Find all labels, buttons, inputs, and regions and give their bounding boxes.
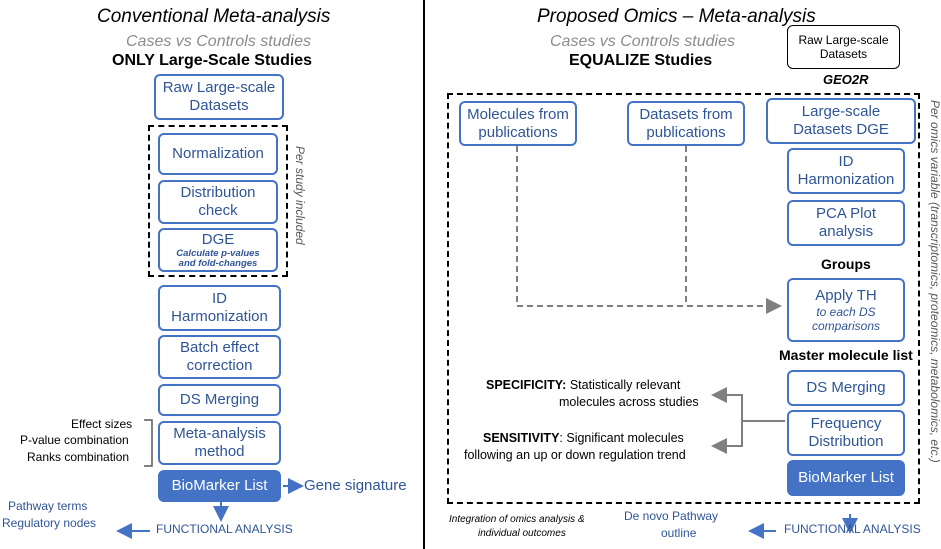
right-subtitle: Cases vs Controls studies — [550, 33, 735, 50]
ds-merging-box-left: DS Merging — [158, 384, 281, 416]
geo2r-label: GEO2R — [823, 72, 869, 87]
per-study-group — [148, 125, 288, 277]
specificity-text: Statistically relevant — [569, 378, 681, 392]
de-novo-label-1: De novo Pathway — [624, 509, 719, 523]
dashed-link-molecules — [516, 146, 782, 314]
master-molecule-list-label: Master molecule list — [779, 347, 913, 363]
left-scope: ONLY Large-Scale Studies — [112, 52, 313, 69]
sensitivity-text-2: following an up or down regulation trend — [464, 448, 686, 462]
integration-label-2: individual outcomes — [478, 528, 566, 539]
bracket-specificity — [711, 387, 785, 422]
groups-label: Groups — [821, 256, 871, 272]
specificity-text-2: molecules across studies — [559, 395, 699, 409]
apply-th-box: Apply TH to each DS comparisons — [787, 278, 905, 342]
left-subtitle: Cases vs Controls studies — [126, 33, 311, 50]
de-novo-label-2: outline — [661, 526, 697, 540]
specificity-label: SPECIFICITY: — [486, 378, 567, 392]
method-ranks: Ranks combination — [27, 450, 130, 464]
right-scope: EQUALIZE Studies — [569, 52, 713, 69]
biomarker-list-box-left: BioMarker List — [158, 470, 281, 502]
methods-bracket — [144, 419, 153, 467]
ds-merging-box-right: DS Merging — [787, 370, 905, 406]
per-study-label: Per study included — [293, 146, 307, 245]
biomarker-list-box-right: BioMarker List — [787, 460, 905, 496]
right-title: Proposed Omics – Meta-analysis — [537, 6, 816, 27]
functional-analysis-right: FUNCTIONAL ANALYSIS — [784, 522, 921, 536]
omics-group — [447, 93, 920, 504]
sensitivity-text: : Significant molecules — [559, 431, 684, 445]
sensitivity-line: SENSITIVITY: Significant molecules — [483, 431, 684, 445]
regulatory-nodes-label: Regulatory nodes — [2, 516, 97, 530]
bracket-sensitivity — [711, 421, 743, 454]
functional-analysis-left: FUNCTIONAL ANALYSIS — [156, 522, 293, 536]
left-title: Conventional Meta-analysis — [97, 6, 331, 27]
gene-signature-label: Gene signature — [304, 477, 407, 494]
method-pvalue: P-value combination — [20, 433, 129, 447]
specificity-line: SPECIFICITY: Statistically relevant — [486, 378, 680, 392]
dge-box: DGE Calculate p-values and fold-changes — [158, 228, 278, 272]
normalization-box: Normalization — [158, 133, 278, 175]
pathway-terms-label: Pathway terms — [8, 499, 88, 513]
method-effect-sizes: Effect sizes — [71, 417, 133, 431]
sensitivity-label: SENSITIVITY — [483, 431, 560, 445]
integration-label-1: Integration of omics analysis & — [449, 514, 585, 525]
per-omics-label: Per omics variable (transcriptomics, pro… — [928, 100, 941, 463]
